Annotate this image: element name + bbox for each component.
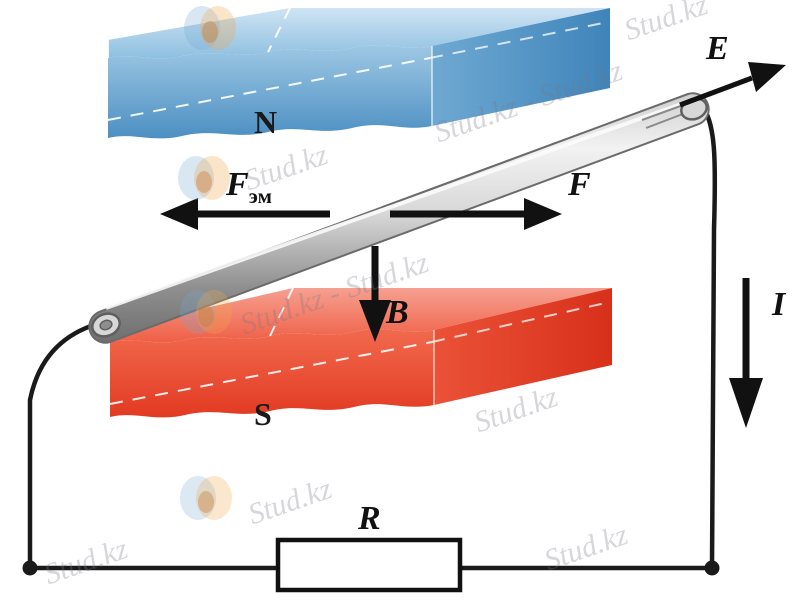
label-emf-force-symbol: F [226,166,249,203]
left-rail-wire [27,319,107,571]
south-pole-block [109,287,612,418]
label-current: I [772,286,786,323]
label-emf-force: Fэм [226,166,272,209]
label-applied-force: F [568,166,591,203]
resistor-symbol [275,537,463,593]
label-resistor: R [358,500,381,537]
label-emf: E [706,30,729,67]
arrow-magnetic-field [359,246,391,342]
arrow-emf-force [160,198,330,230]
arrow-current [729,278,763,428]
right-rail-wire [697,101,718,571]
north-pole-block [107,7,610,139]
label-south-pole: S [254,396,272,432]
terminal-node-right [704,560,720,576]
label-north-pole: N [254,104,278,140]
arrow-emf [679,62,786,108]
terminal-node-left [22,560,38,576]
label-magnetic-field: B [386,294,409,331]
arrow-applied-force [390,198,562,230]
label-emf-force-subscript: эм [248,183,272,208]
conductor-rod [88,92,710,344]
